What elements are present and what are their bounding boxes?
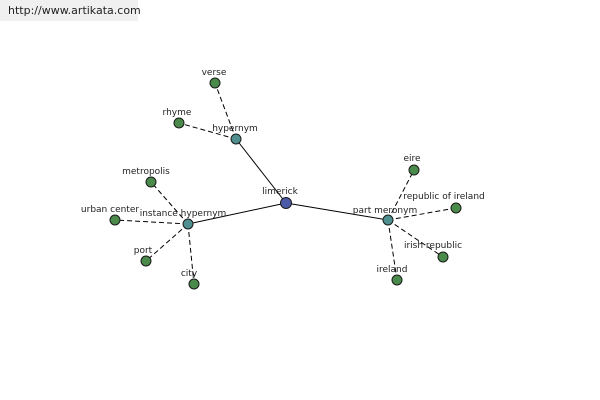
node-rhyme[interactable] [173, 117, 185, 129]
node-label-urban-center: urban center [81, 205, 139, 215]
edge-hypernym-to-rhyme [178, 122, 237, 140]
node-label-ireland: ireland [377, 265, 408, 275]
node-port[interactable] [140, 255, 152, 267]
node-verse[interactable] [209, 77, 221, 89]
edge-part-meronym-to-republic-of-ireland [387, 207, 457, 221]
node-label-rhyme: rhyme [163, 108, 192, 118]
edge-part-meronym-to-ireland [387, 219, 398, 281]
node-label-eire: eire [403, 154, 421, 164]
node-label-republic-of-ireland: republic of ireland [403, 192, 485, 202]
node-republic-of-ireland[interactable] [450, 202, 462, 214]
nodes-layer [109, 77, 462, 290]
node-label-part-meronym: part meronym [353, 206, 417, 216]
node-label-irish-republic: irish republic [404, 241, 462, 251]
node-irish-republic[interactable] [437, 251, 449, 263]
node-label-city: city [181, 269, 198, 279]
edge-instance-hypernym-to-city [187, 223, 195, 285]
node-urban-center[interactable] [109, 214, 121, 226]
node-city[interactable] [188, 278, 200, 290]
edge-hypernym-to-verse [214, 82, 237, 140]
edge-limerick-to-part-meronym [285, 202, 389, 221]
node-label-port: port [134, 246, 153, 256]
edge-instance-hypernym-to-metropolis [150, 181, 189, 225]
labels-layer: limerick hypernym instance hypernym part me… [81, 68, 485, 279]
node-hypernym[interactable] [230, 133, 242, 145]
node-eire[interactable] [408, 164, 420, 176]
node-part-meronym[interactable] [382, 214, 394, 226]
header-url-link[interactable]: http://www.artikata.com [0, 0, 141, 21]
edges-layer [114, 82, 457, 285]
node-label-limerick: limerick [262, 187, 298, 197]
node-label-metropolis: metropolis [122, 167, 170, 177]
edge-part-meronym-to-irish-republic [387, 219, 444, 258]
node-limerick[interactable] [280, 197, 292, 209]
edge-instance-hypernym-to-port [145, 223, 189, 262]
edge-limerick-to-hypernym [235, 138, 287, 204]
node-label-verse: verse [202, 68, 227, 78]
node-instance-hypernym[interactable] [182, 218, 194, 230]
node-label-instance-hypernym: instance hypernym [140, 209, 227, 219]
node-metropolis[interactable] [145, 176, 157, 188]
edge-part-meronym-to-eire [387, 169, 415, 221]
node-label-hypernym: hypernym [212, 124, 258, 134]
edge-limerick-to-instance-hypernym [187, 202, 287, 225]
node-ireland[interactable] [391, 274, 403, 286]
edge-instance-hypernym-to-urban-center [114, 219, 189, 225]
